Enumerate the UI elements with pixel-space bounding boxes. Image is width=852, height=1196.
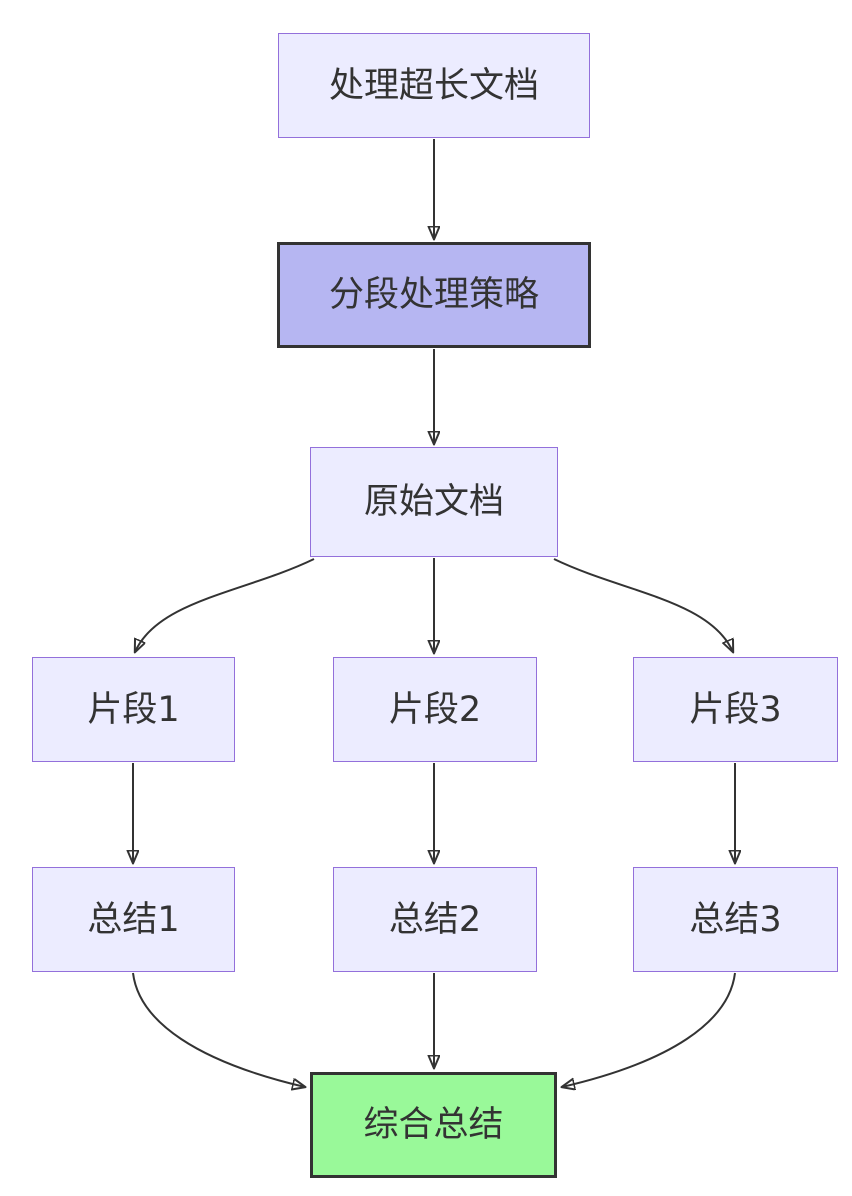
node-fragment-3-label: 片段3 <box>689 689 782 730</box>
node-combined-summary-label: 综合总结 <box>363 1105 504 1145</box>
node-original-document-label: 原始文档 <box>363 482 504 522</box>
edge-summary-3-to-combined <box>562 972 736 1087</box>
node-summary-2: 总结2 <box>333 867 537 972</box>
node-fragment-2-label: 片段2 <box>388 689 482 730</box>
node-summary-3: 总结3 <box>633 867 838 972</box>
node-fragment-2: 片段2 <box>333 657 537 762</box>
node-process-long-document: 处理超长文档 <box>278 33 590 138</box>
node-summary-3-label: 总结3 <box>689 899 782 940</box>
node-original-document: 原始文档 <box>310 447 558 557</box>
edge-original-to-fragment-1 <box>135 558 315 652</box>
node-fragment-1: 片段1 <box>32 657 235 762</box>
edge-original-to-fragment-3 <box>553 558 733 652</box>
edge-summary-1-to-combined <box>132 972 305 1087</box>
node-summary-1-label: 总结1 <box>87 899 180 940</box>
node-summary-1: 总结1 <box>32 867 235 972</box>
node-process-long-document-label: 处理超长文档 <box>328 65 539 106</box>
node-fragment-3: 片段3 <box>633 657 838 762</box>
node-segmented-processing-strategy-label: 分段处理策略 <box>328 275 539 315</box>
node-segmented-processing-strategy: 分段处理策略 <box>277 242 591 348</box>
node-combined-summary: 综合总结 <box>310 1072 557 1178</box>
node-summary-2-label: 总结2 <box>388 899 482 940</box>
node-fragment-1-label: 片段1 <box>87 689 180 730</box>
